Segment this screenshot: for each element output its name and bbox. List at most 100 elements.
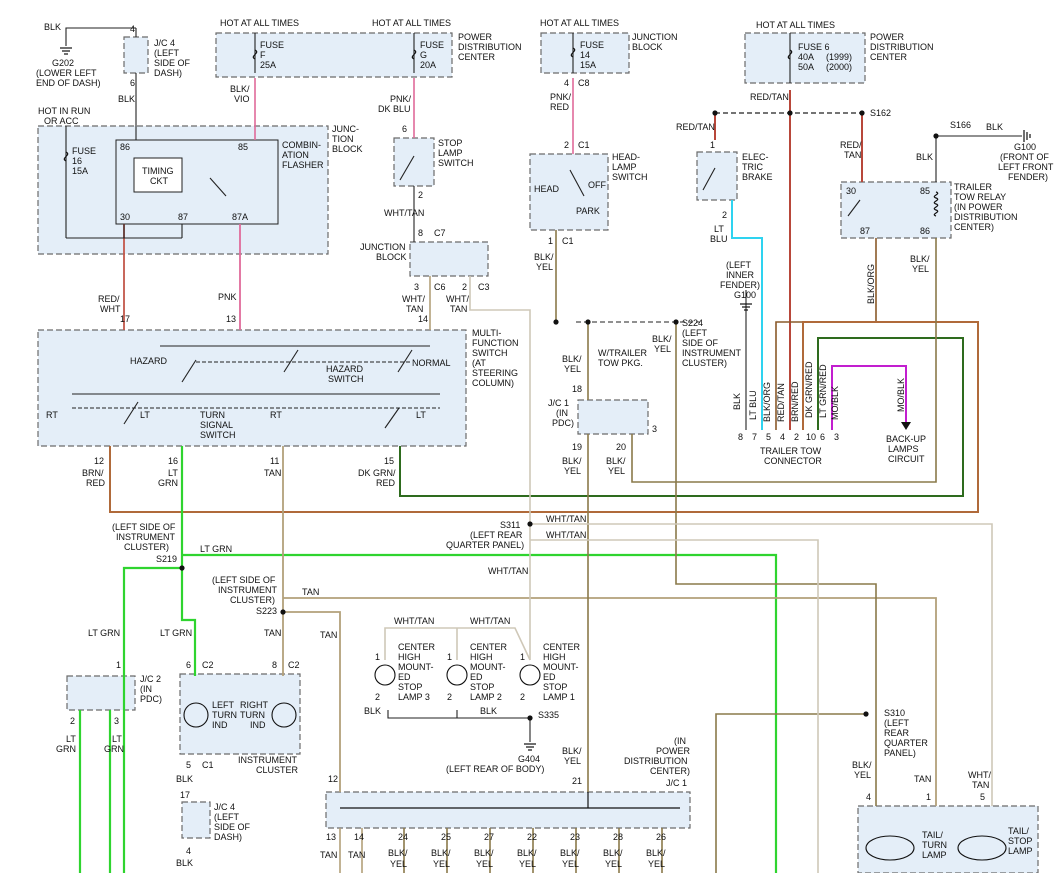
location-label: INNER bbox=[726, 270, 755, 280]
lamp-icons bbox=[183, 664, 1007, 861]
component-label: LAMP 1 bbox=[543, 692, 575, 702]
pin-label: 6 bbox=[186, 660, 191, 670]
bus-wire: YEL bbox=[519, 859, 536, 869]
component-label: LAMP bbox=[438, 148, 463, 158]
component-label: SWITCH bbox=[612, 172, 648, 182]
component-label: (AT bbox=[472, 358, 486, 368]
component-label: BLOCK bbox=[332, 144, 363, 154]
pin-label: 4 bbox=[186, 846, 191, 856]
connector-pin: 6 bbox=[820, 432, 825, 442]
component-label: TRAILER bbox=[954, 182, 993, 192]
connector-pin: 4 bbox=[780, 432, 785, 442]
connector-pin: 8 bbox=[738, 432, 743, 442]
wire-label: TAN bbox=[844, 150, 861, 160]
supply-label: HOT IN RUN bbox=[38, 106, 90, 116]
location-label: (LEFT bbox=[682, 328, 708, 338]
wire-label: BLK/ bbox=[910, 254, 930, 264]
wire-label: GRN bbox=[56, 744, 76, 754]
jc1-box bbox=[577, 399, 649, 435]
bus-wire: BLK/ bbox=[646, 848, 666, 858]
component-label: JUNC- bbox=[332, 124, 359, 134]
component-label: LAMP bbox=[612, 162, 637, 172]
component-label: MOUNT- bbox=[543, 662, 579, 672]
note-label: TOW PKG. bbox=[598, 358, 643, 368]
pin-label: 18 bbox=[572, 384, 582, 394]
pin-label: 1 bbox=[447, 652, 452, 662]
pin-label: 85 bbox=[920, 186, 930, 196]
component-label: LEFT bbox=[212, 700, 235, 710]
pin-label: 87A bbox=[232, 212, 248, 222]
junction-fuse14-box bbox=[540, 32, 630, 74]
wire-label: LT bbox=[112, 734, 122, 744]
component-label: CIRCUIT bbox=[888, 454, 925, 464]
wire-label: BLK bbox=[916, 152, 933, 162]
junction-block-box bbox=[37, 125, 329, 255]
pin-label: 2 bbox=[418, 190, 423, 200]
pin-label: 87 bbox=[178, 212, 188, 222]
location-label: CLUSTER) bbox=[124, 542, 169, 552]
wire-lt-blu bbox=[731, 200, 763, 430]
wire-label: YEL bbox=[536, 262, 553, 272]
wire-label: YEL bbox=[912, 264, 929, 274]
component-label: CONNECTOR bbox=[764, 456, 822, 466]
pin-label: 2 bbox=[375, 692, 380, 702]
fuse-label: FUSE bbox=[260, 40, 284, 50]
component-label: HAZARD bbox=[326, 364, 364, 374]
wire-label: WHT/ bbox=[446, 294, 469, 304]
component-label: SWITCH bbox=[200, 430, 236, 440]
supply-label: OR ACC bbox=[44, 116, 79, 126]
wire-label: TAN bbox=[264, 628, 281, 638]
pin-label: 2 bbox=[722, 210, 727, 220]
wire-label: BLK/ bbox=[562, 746, 582, 756]
tail-lamp-box bbox=[857, 805, 1039, 873]
location-label: (LOWER LEFT bbox=[36, 68, 97, 78]
fuse-label: 25A bbox=[260, 60, 276, 70]
wire-lt-grn-cluster bbox=[180, 568, 197, 676]
connector-wire-label: LT BLU bbox=[748, 390, 758, 420]
splice-label: S311 bbox=[500, 520, 520, 530]
position-label: LT bbox=[416, 410, 426, 420]
position-label: OFF bbox=[588, 180, 606, 190]
position-label: PARK bbox=[576, 206, 600, 216]
component-label: J/C 4 bbox=[154, 38, 175, 48]
component-label: HEAD- bbox=[612, 152, 640, 162]
wire-label: GRN bbox=[104, 744, 124, 754]
component-label: HIGH bbox=[543, 652, 566, 662]
fuse-label: (2000) bbox=[826, 62, 852, 72]
jc4-box bbox=[123, 36, 149, 74]
wire-label: LT bbox=[168, 468, 178, 478]
pin-label: 5 bbox=[186, 760, 191, 770]
wire-label: BLU bbox=[710, 234, 728, 244]
pin-label: 11 bbox=[270, 456, 279, 466]
wire-label: BLK bbox=[986, 122, 1003, 132]
connector-label: C3 bbox=[478, 282, 490, 292]
bus-wire: BLK/ bbox=[474, 848, 494, 858]
connector-label: C1 bbox=[202, 760, 214, 770]
component-label: SWITCH bbox=[438, 158, 474, 168]
splice-label: S166 bbox=[950, 120, 971, 130]
bus-wire: YEL bbox=[433, 859, 450, 869]
location-label: FENDER) bbox=[720, 280, 760, 290]
component-label: MULTI- bbox=[472, 328, 501, 338]
bus-pin: 27 bbox=[484, 832, 494, 842]
connector-label: C2 bbox=[288, 660, 300, 670]
component-label: (IN POWER bbox=[954, 202, 1003, 212]
wire-label: RED/TAN bbox=[676, 122, 715, 132]
connector-pin: 3 bbox=[834, 432, 839, 442]
pin-label: 30 bbox=[846, 186, 856, 196]
bus-wire: YEL bbox=[648, 859, 665, 869]
bus-pin: 24 bbox=[398, 832, 408, 842]
component-label: DISTRIBUTION bbox=[870, 42, 934, 52]
wire-label: WHT/ bbox=[968, 770, 991, 780]
fuse-label: F bbox=[260, 50, 266, 60]
fuse-label: 15A bbox=[72, 166, 88, 176]
pin-label: 17 bbox=[180, 790, 190, 800]
component-label: CKT bbox=[150, 176, 169, 186]
component-label: FLASHER bbox=[282, 160, 324, 170]
fuse-label: 14 bbox=[580, 50, 590, 60]
component-label: ED bbox=[398, 672, 411, 682]
fuse-label: 40A bbox=[798, 52, 814, 62]
component-label: INSTRUMENT bbox=[238, 755, 297, 765]
pin-label: 20 bbox=[616, 442, 626, 452]
component-label: STOP bbox=[398, 682, 422, 692]
